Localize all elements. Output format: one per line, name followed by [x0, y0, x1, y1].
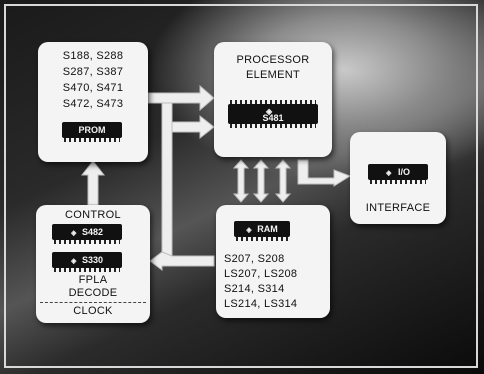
ram-chip-pins [236, 237, 288, 241]
ram-part-2: LS207, LS208 [216, 268, 330, 280]
control-chip-2: ◈ S330 [52, 252, 122, 268]
control-title: CONTROL [36, 209, 150, 221]
arrow-processor-to-interface [298, 160, 350, 186]
control-chip-2-label: S330 [82, 255, 103, 265]
arrow-bus-to-processor [172, 116, 214, 138]
prom-part-3: S470, S471 [38, 82, 148, 94]
prom-chip-pins [64, 138, 120, 142]
prom-part-2: S287, S387 [38, 66, 148, 78]
control-card: CONTROL ◈ S482 ◈ S330 FPLA DECODE CLOCK [36, 205, 150, 323]
arrow-processor-ram-3 [276, 160, 290, 202]
arrow-bus-vertical [162, 103, 172, 262]
logo-icon: ◈ [71, 258, 76, 265]
prom-part-4: S472, S473 [38, 98, 148, 110]
interface-chip: ◈ I/O [368, 164, 428, 180]
ram-chip: ◈ RAM [234, 221, 290, 237]
control-chip-1-pins [54, 240, 120, 244]
prom-card: S188, S288 S287, S387 S470, S471 S472, S… [38, 42, 148, 162]
control-chip-1: ◈ S482 [52, 224, 122, 240]
arrow-processor-ram-2 [254, 160, 268, 202]
interface-chip-pins [370, 180, 426, 184]
interface-chip-label: I/O [398, 167, 410, 177]
prom-part-1: S188, S288 [38, 50, 148, 62]
processor-chip: ◈ S481 [228, 104, 318, 124]
prom-chip-label: PROM [79, 125, 106, 135]
processor-title-line1: PROCESSOR [214, 54, 332, 66]
interface-card: ◈ I/O INTERFACE [350, 132, 446, 224]
decode-label: DECODE [36, 287, 150, 299]
arrow-processor-ram-1 [234, 160, 248, 202]
clock-label: CLOCK [36, 305, 150, 317]
processor-chip-label: S481 [262, 113, 283, 123]
ram-chip-label: RAM [257, 224, 278, 234]
ram-part-4: LS214, LS314 [216, 298, 330, 310]
arrow-to-control [150, 252, 214, 270]
logo-icon: ◈ [246, 227, 251, 234]
logo-icon: ◈ [71, 230, 76, 237]
logo-icon: ◈ [386, 170, 391, 177]
arrow-prom-to-processor [148, 86, 214, 110]
processor-chip-pins-bottom [230, 124, 316, 128]
fpla-label: FPLA [36, 274, 150, 286]
control-chip-2-pins [54, 268, 120, 272]
control-chip-1-label: S482 [82, 227, 103, 237]
processor-title-line2: ELEMENT [214, 69, 332, 81]
ram-part-3: S214, S314 [216, 283, 330, 295]
arrow-control-to-prom [82, 161, 104, 205]
processor-chip-pins-top [230, 100, 316, 104]
processor-card: PROCESSOR ELEMENT ◈ S481 [214, 42, 332, 157]
ram-part-1: S207, S208 [216, 253, 330, 265]
interface-title: INTERFACE [350, 202, 446, 214]
ram-card: ◈ RAM S207, S208 LS207, LS208 S214, S314… [216, 205, 330, 318]
prom-chip: PROM [62, 122, 122, 138]
clock-divider [40, 302, 146, 303]
